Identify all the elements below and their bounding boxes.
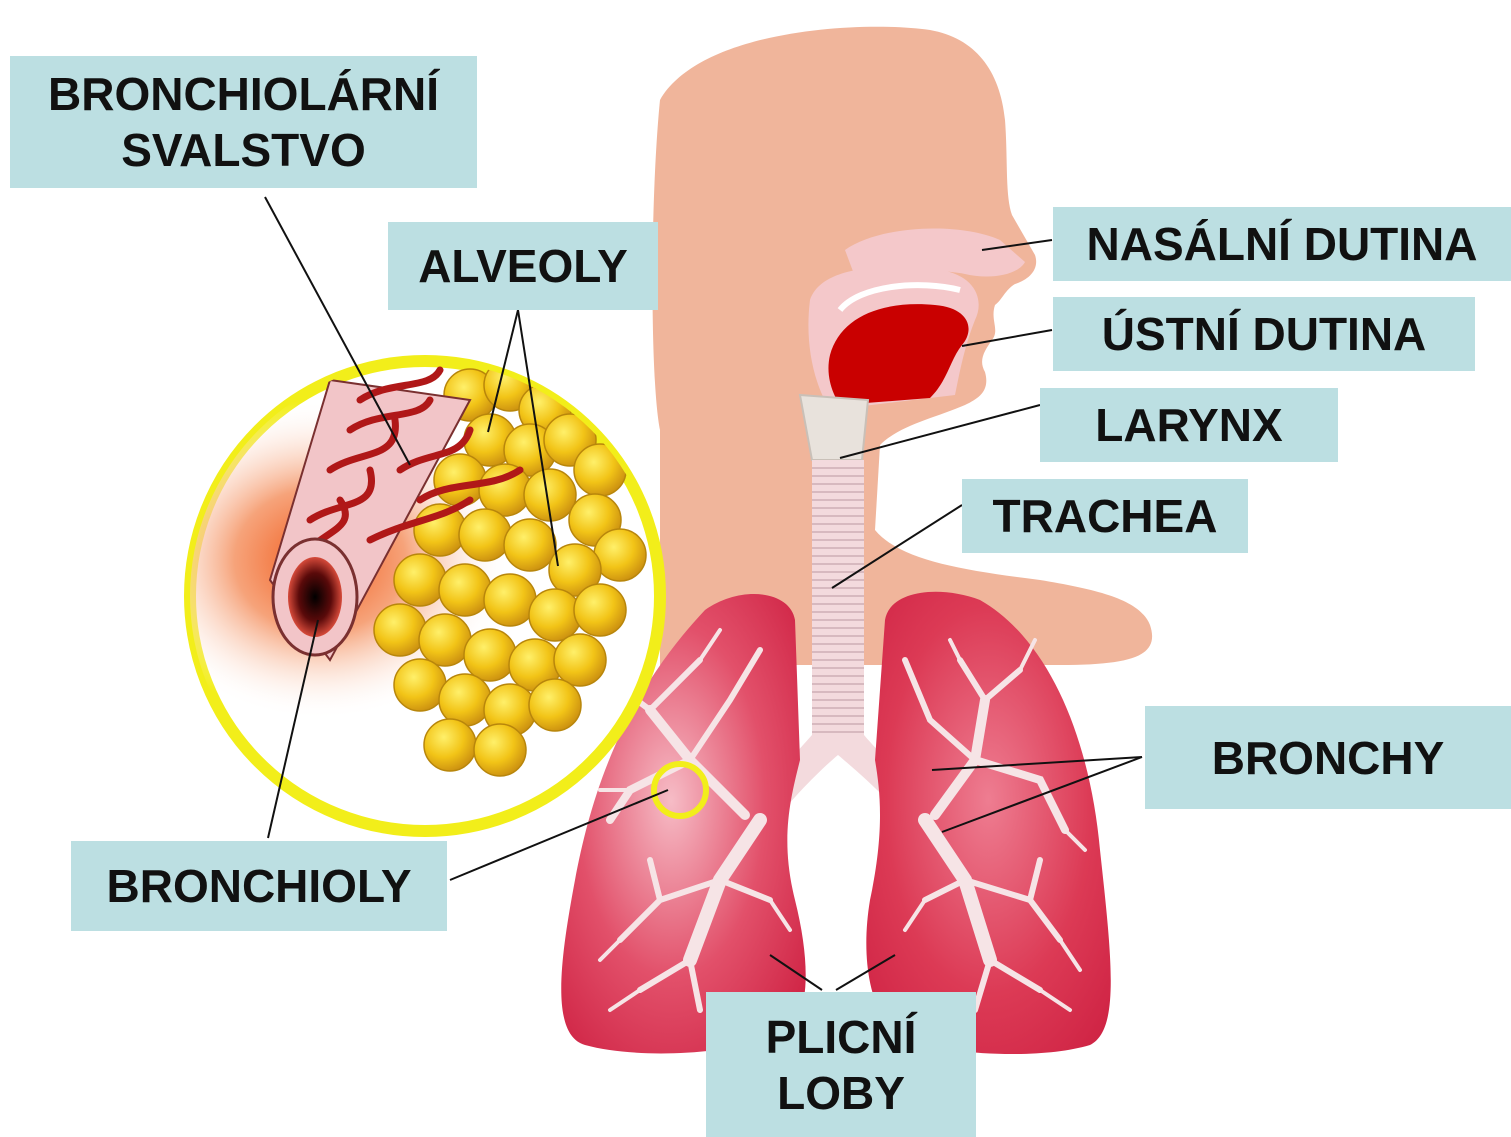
alveolus-ball: [424, 719, 476, 771]
alveolus-ball: [374, 604, 426, 656]
alveolus-ball: [504, 519, 556, 571]
alveolus-ball: [479, 464, 531, 516]
alveolus-ball: [529, 589, 581, 641]
alveolus-ball: [394, 659, 446, 711]
alveolus-ball: [554, 634, 606, 686]
label-larynx: LARYNX: [1040, 388, 1338, 462]
alveolus-ball: [439, 564, 491, 616]
alveolus-ball: [419, 614, 471, 666]
label-bronchi: BRONCHY: [1145, 706, 1511, 809]
label-alveoli: ALVEOLY: [388, 222, 658, 310]
alveolus-ball: [459, 509, 511, 561]
alveolus-ball: [474, 724, 526, 776]
alveolus-ball: [439, 674, 491, 726]
alveolus-ball: [529, 679, 581, 731]
magnified-bronchiole: [130, 359, 660, 831]
alveolus-ball: [434, 454, 486, 506]
label-nasal-cavity: NASÁLNÍ DUTINA: [1053, 207, 1511, 281]
alveolus-ball: [484, 574, 536, 626]
label-trachea: TRACHEA: [962, 479, 1248, 553]
label-lung-lobes: PLICNÍ LOBY: [706, 992, 976, 1137]
label-bronchiolar-muscle: BRONCHIOLÁRNÍ SVALSTVO: [10, 56, 477, 188]
alveolus-ball: [574, 444, 626, 496]
alveolus-ball: [464, 629, 516, 681]
alveolus-ball: [574, 584, 626, 636]
label-bronchioles: BRONCHIOLY: [71, 841, 447, 931]
label-oral-cavity: ÚSTNÍ DUTINA: [1053, 297, 1475, 371]
alveolus-ball: [594, 529, 646, 581]
alveolus-ball: [394, 554, 446, 606]
